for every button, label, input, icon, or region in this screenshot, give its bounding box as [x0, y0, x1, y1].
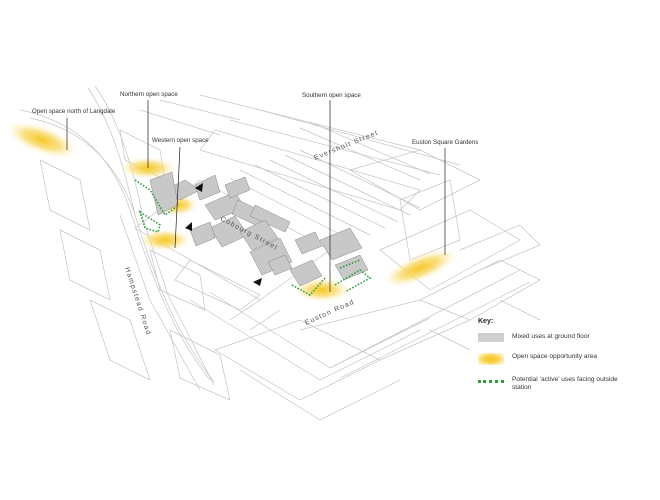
legend-label: Mixed uses at ground floor [512, 333, 590, 340]
callout-euston-square-gardens: Euston Square Gardens [412, 139, 479, 146]
arrow-icon [185, 222, 192, 231]
active-frontages [134, 179, 372, 297]
arrow-icon [195, 183, 203, 192]
legend-title: Key: [478, 318, 494, 325]
mixed-use-blocks [149, 171, 369, 287]
callout-northern-open-space: Northern open space [120, 91, 178, 98]
legend-label: Potential ‘active’ uses facing outside s… [512, 376, 618, 391]
western-open-space-2 [139, 229, 191, 251]
callout-southern-open-space: Southern open space [302, 92, 361, 99]
street-hampstead: Hampstead Road [123, 266, 152, 336]
open-space-north-langdale [5, 121, 79, 159]
legend-item-mixed-use: Mixed uses at ground floor [478, 333, 648, 342]
green-dotted-swatch-icon [478, 380, 504, 383]
view-arrows [185, 183, 262, 286]
legend-label: Open space opportunity area [512, 353, 598, 360]
street-eversholt: Eversholt Street [313, 130, 380, 162]
leader-lines [66, 100, 446, 292]
yellow-swatch-icon [478, 353, 504, 365]
euston-square-gardens [382, 248, 458, 288]
arrow-icon [253, 278, 262, 286]
legend: Key: Mixed uses at ground floor Open spa… [478, 318, 648, 403]
grey-swatch-icon [478, 333, 504, 342]
callout-open-space-north-langdale: Open space north of Langdale [32, 108, 116, 115]
callout-western-open-space: Western open space [152, 137, 209, 144]
legend-item-open-space: Open space opportunity area [478, 353, 648, 365]
legend-item-active-uses: Potential ‘active’ uses facing outside s… [478, 376, 648, 392]
